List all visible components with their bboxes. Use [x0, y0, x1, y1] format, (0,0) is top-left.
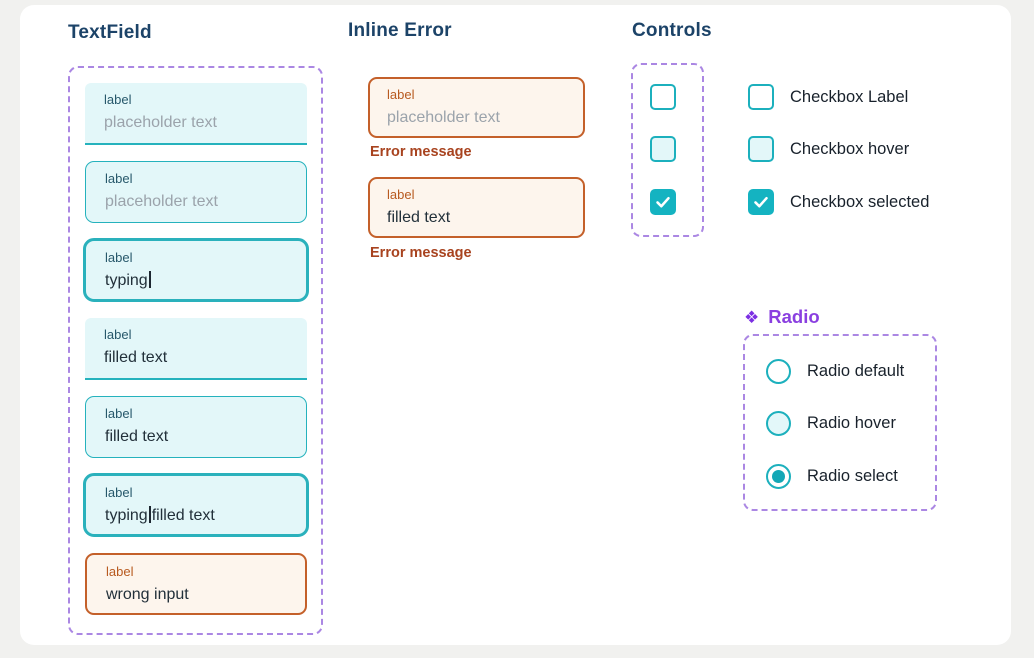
radio-hover[interactable]	[766, 410, 791, 436]
radio-label: Radio hover	[807, 413, 896, 432]
text-cursor	[148, 506, 151, 523]
radio-row-hover: Radio hover	[766, 410, 896, 436]
field-value: filled text	[104, 349, 168, 366]
checkbox-hover[interactable]	[748, 136, 774, 162]
component-diamond-icon: ❖	[744, 307, 760, 327]
textfield-hover-filled[interactable]: label filled text	[85, 396, 307, 458]
checkbox-selected[interactable]	[650, 189, 676, 215]
field-label: label	[106, 564, 134, 579]
textfield-default-placeholder[interactable]: label placeholder text	[85, 83, 307, 145]
radio-dot	[772, 469, 785, 483]
field-label: label	[105, 250, 133, 265]
textfield-section-title: TextField	[68, 22, 152, 43]
radio-row-default: Radio default	[766, 358, 904, 384]
radio-label: Radio default	[807, 361, 905, 380]
field-value: filled text	[387, 209, 451, 226]
field-value: filled text	[105, 428, 169, 445]
radio-component-frame	[743, 334, 937, 511]
checkbox-row-default: Checkbox Label	[748, 84, 908, 110]
checkbox-row-hover: Checkbox hover	[748, 136, 909, 162]
error-message: Error message	[370, 144, 472, 160]
error-message: Error message	[370, 245, 472, 261]
field-label: label	[105, 485, 133, 500]
checkbox-hover[interactable]	[650, 136, 676, 162]
field-label: label	[105, 406, 133, 421]
checkbox-default[interactable]	[650, 84, 676, 110]
inline-error-section-title: Inline Error	[348, 20, 452, 41]
textfield-default-filled[interactable]: label filled text	[85, 318, 307, 380]
field-label: label	[387, 187, 415, 202]
check-icon	[754, 196, 768, 208]
textfield-hover-placeholder[interactable]: label placeholder text	[85, 161, 307, 223]
checkbox-default[interactable]	[748, 84, 774, 110]
field-placeholder: placeholder text	[105, 193, 218, 210]
text-cursor	[148, 271, 151, 288]
field-placeholder: placeholder text	[104, 114, 217, 131]
textfield-typing[interactable]: label typing	[83, 238, 309, 302]
checkbox-row-selected: Checkbox selected	[748, 189, 929, 215]
textfield-error[interactable]: label wrong input	[85, 553, 307, 615]
field-label: label	[387, 87, 415, 102]
inline-error-field-placeholder[interactable]: label placeholder text	[368, 77, 585, 138]
radio-label: Radio select	[807, 466, 898, 485]
field-value: typing	[105, 270, 288, 292]
checkbox-selected[interactable]	[748, 189, 774, 215]
inline-error-field-filled[interactable]: label filled text	[368, 177, 585, 238]
field-value: wrong input	[106, 586, 189, 603]
radio-selected[interactable]	[766, 463, 791, 489]
radio-section-heading: ❖ Radio	[744, 306, 820, 328]
field-label: label	[104, 92, 132, 107]
radio-section-title: Radio	[768, 306, 820, 327]
radio-default[interactable]	[766, 358, 791, 384]
checkbox-label: Checkbox selected	[790, 192, 930, 211]
field-label: label	[105, 171, 133, 186]
radio-row-selected: Radio select	[766, 463, 898, 489]
field-label: label	[104, 327, 132, 342]
checkbox-component-frame	[631, 63, 704, 237]
checkbox-label: Checkbox Label	[790, 87, 909, 106]
field-placeholder: placeholder text	[387, 109, 500, 126]
controls-section-title: Controls	[632, 20, 712, 41]
check-icon	[656, 196, 670, 208]
checkbox-label: Checkbox hover	[790, 139, 910, 158]
textfield-component-frame	[68, 66, 323, 635]
